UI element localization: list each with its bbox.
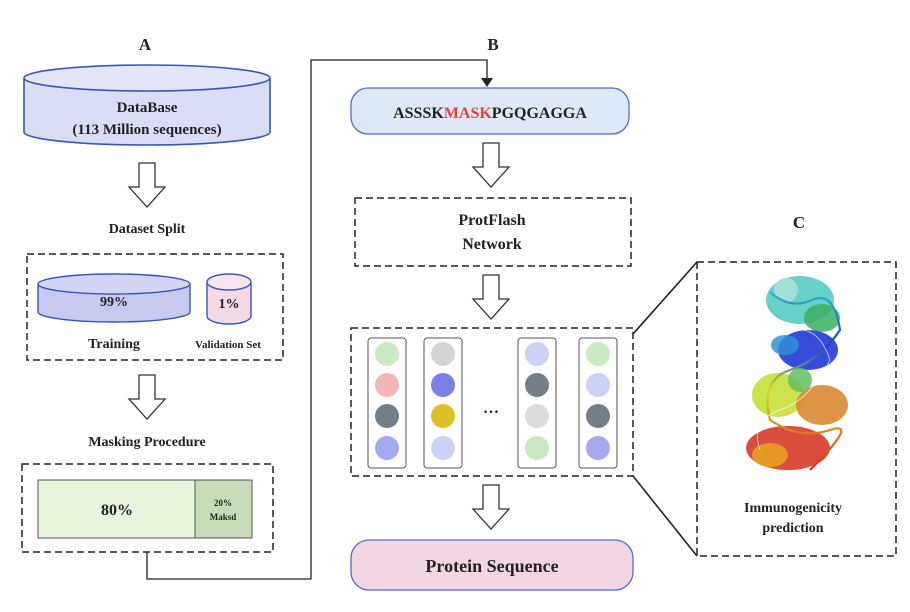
embedding-dot: [431, 436, 455, 460]
connector-arrowhead-icon: [481, 78, 493, 87]
sequence-prefix: ASSSK: [393, 105, 444, 122]
hollow-arrow-down-icon: [471, 484, 511, 530]
hollow-arrow-down-icon: [127, 374, 167, 420]
database-label: DataBase: [117, 100, 178, 116]
masked-segment: [194, 479, 253, 539]
network-box: [354, 197, 632, 267]
embedding-dot: [375, 342, 399, 366]
embedding-dot: [525, 436, 549, 460]
network-label: Network: [462, 236, 522, 253]
embedding-dot: [586, 404, 610, 428]
embedding-dot: [525, 342, 549, 366]
training-label: Training: [88, 337, 140, 352]
embedding-dot: [431, 404, 455, 428]
validation-label: Validation Set: [195, 339, 261, 351]
embedding-dot: [375, 436, 399, 460]
embedding-dot: [375, 404, 399, 428]
sequence-suffix: PGQGAGGA: [492, 105, 588, 122]
sequence-mask-token: MASK: [444, 105, 493, 122]
structure-caption-line1: Immunogenicity: [744, 501, 842, 516]
zoom-line-bottom: [632, 475, 698, 557]
embedding-column: [578, 337, 618, 469]
input-sequence-box: [350, 87, 630, 135]
embedding-column: [517, 337, 557, 469]
embedding-dot: [431, 373, 455, 397]
embedding-column: [423, 337, 463, 469]
zoom-line-top: [632, 261, 698, 335]
hollow-arrow-down-icon: [127, 162, 167, 208]
hollow-arrow-down-icon: [471, 142, 511, 188]
structure-box: [696, 261, 897, 557]
structure-caption-line2: prediction: [762, 521, 823, 536]
embedding-dot: [375, 373, 399, 397]
validation-percentage: 1%: [219, 297, 240, 312]
database-size-label: (113 Million sequences): [72, 122, 221, 138]
training-percentage: 99%: [100, 295, 128, 310]
hollow-arrow-down-icon: [471, 274, 511, 320]
output-label: Protein Sequence: [425, 556, 558, 576]
embedding-dot: [586, 436, 610, 460]
network-name: ProtFlash: [458, 212, 525, 229]
masked-label: Maksd: [210, 512, 237, 522]
embedding-box: [350, 327, 634, 477]
panel-b-label: B: [487, 35, 498, 54]
embedding-dot: [525, 373, 549, 397]
embedding-dot: [525, 404, 549, 428]
dataset-split-title: Dataset Split: [109, 222, 186, 237]
validation-cylinder: 1%: [206, 273, 252, 325]
masked-percentage: 20%: [214, 498, 232, 508]
output-sequence-box: [350, 539, 634, 591]
unmasked-percentage: 80%: [101, 502, 133, 519]
embedding-dot: [586, 342, 610, 366]
panel-a-label: A: [139, 35, 152, 54]
columns-ellipsis: …: [483, 400, 499, 417]
embedding-dot: [586, 373, 610, 397]
protein-structure-image: [746, 276, 848, 471]
database-cylinder: DataBase (113 Million sequences): [23, 64, 271, 146]
embedding-column: [367, 337, 407, 469]
panel-c-label: C: [793, 213, 805, 232]
masking-procedure-title: Masking Procedure: [88, 435, 205, 450]
training-cylinder: 99%: [37, 273, 191, 323]
input-sequence: ASSSKMASKPGQGAGGA: [393, 105, 587, 122]
dataset-split-box: [26, 253, 284, 361]
embedding-dot: [431, 342, 455, 366]
unmasked-segment: [37, 479, 196, 539]
connector-line: [146, 59, 488, 580]
